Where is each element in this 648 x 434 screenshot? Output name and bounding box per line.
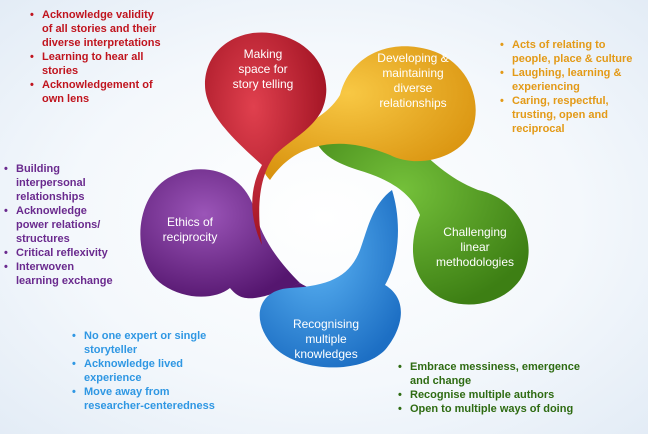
bullet-item: Embrace messiness, emergence and change bbox=[398, 360, 638, 388]
bullet-line: of all stories and their bbox=[42, 23, 157, 35]
bullet-line: storyteller bbox=[84, 344, 138, 356]
bullet-item: No one expert or single storyteller bbox=[72, 329, 272, 357]
node-label-line: Making bbox=[244, 47, 283, 61]
bullet-line: Learning to hear all bbox=[42, 51, 144, 63]
node-label-line: Developing & bbox=[377, 51, 448, 65]
bullet-item: Acknowledgement of own lens bbox=[30, 78, 230, 106]
bullet-line: and change bbox=[410, 375, 472, 387]
bullet-line: Move away from bbox=[84, 386, 170, 398]
node-label-line: Challenging bbox=[443, 225, 506, 239]
node-label-line: linear bbox=[460, 240, 489, 254]
bullet-line: people, place & culture bbox=[512, 53, 633, 65]
bullet-item: Learning to hear all stories bbox=[30, 50, 230, 78]
node-label-line: Ethics of bbox=[167, 215, 214, 229]
bullet-line: power relations/ bbox=[16, 219, 101, 231]
bullet-item: Acknowledge lived experience bbox=[72, 357, 272, 385]
bullet-line: Building bbox=[16, 163, 60, 175]
bullet-item: Interwoven learning exchange bbox=[4, 260, 139, 288]
node-label-line: knowledges bbox=[294, 347, 357, 361]
node-label-line: story telling bbox=[233, 77, 294, 91]
bullet-line: own lens bbox=[42, 93, 90, 105]
bullet-line: Embrace messiness, emergence bbox=[410, 361, 580, 373]
bullet-line: stories bbox=[42, 65, 79, 77]
bullet-line: Caring, respectful, bbox=[512, 95, 609, 107]
bullet-item: Acknowledge power relations/structures bbox=[4, 204, 139, 246]
bullet-line: Acknowledge lived bbox=[84, 358, 184, 370]
bullet-line: Open to multiple ways of doing bbox=[410, 403, 574, 415]
bullet-line: trusting, open and bbox=[512, 109, 608, 121]
bullet-line: diverse interpretations bbox=[42, 37, 161, 49]
bullet-line: relationships bbox=[16, 191, 85, 203]
bullet-line: Acknowledge validity bbox=[42, 9, 154, 21]
bullet-item: Laughing, learning & experiencing bbox=[500, 66, 646, 94]
bullet-item: Move away from researcher-centeredness bbox=[72, 385, 272, 413]
list-red: Acknowledge validity of all stories and t… bbox=[30, 8, 230, 106]
list-green: Embrace messiness, emergence and changeRe… bbox=[398, 360, 638, 416]
bullet-line: Critical reflexivity bbox=[16, 247, 108, 259]
node-label-line: relationships bbox=[379, 96, 446, 110]
bullet-item: Caring, respectful, trusting, open and rec… bbox=[500, 94, 646, 136]
bullet-line: Acts of relating to bbox=[512, 39, 606, 51]
bullet-line: learning exchange bbox=[16, 275, 113, 287]
node-label-line: maintaining bbox=[382, 66, 443, 80]
node-label-line: Recognising bbox=[293, 317, 359, 331]
list-purple: BuildinginterpersonalrelationshipsAcknow… bbox=[4, 162, 139, 288]
node-label-line: multiple bbox=[305, 332, 347, 346]
bullet-line: Recognise multiple authors bbox=[410, 389, 555, 401]
bullet-line: No one expert or single bbox=[84, 330, 207, 342]
bullet-line: Acknowledgement of bbox=[42, 79, 153, 91]
bullet-line: experience bbox=[84, 372, 142, 384]
list-blue: No one expert or singlestorytellerAcknow… bbox=[72, 329, 272, 413]
bullet-line: Acknowledge bbox=[16, 205, 87, 217]
bullet-item: Open to multiple ways of doing bbox=[398, 402, 638, 416]
bullet-line: Laughing, learning & bbox=[512, 67, 622, 79]
node-label-line: methodologies bbox=[436, 255, 514, 269]
bullet-item: Recognise multiple authors bbox=[398, 388, 638, 402]
node-label-line: space for bbox=[238, 62, 287, 76]
bullet-item: Acknowledge validity of all stories and t… bbox=[30, 8, 230, 50]
bullet-line: researcher-centeredness bbox=[84, 400, 215, 412]
bullet-item: Building interpersonal relationships bbox=[4, 162, 139, 204]
node-label-line: reciprocity bbox=[163, 230, 218, 244]
bullet-line: experiencing bbox=[512, 81, 580, 93]
bullet-line: structures bbox=[16, 233, 70, 245]
list-orange: Acts of relating to people, place & cultu… bbox=[500, 38, 646, 136]
bullet-line: Interwoven bbox=[16, 261, 75, 273]
node-label-line: diverse bbox=[394, 81, 433, 95]
bullet-item: Critical reflexivity bbox=[4, 246, 139, 260]
bullet-line: interpersonal bbox=[16, 177, 86, 189]
bullet-line: reciprocal bbox=[512, 123, 565, 135]
bullet-item: Acts of relating to people, place & cultu… bbox=[500, 38, 646, 66]
